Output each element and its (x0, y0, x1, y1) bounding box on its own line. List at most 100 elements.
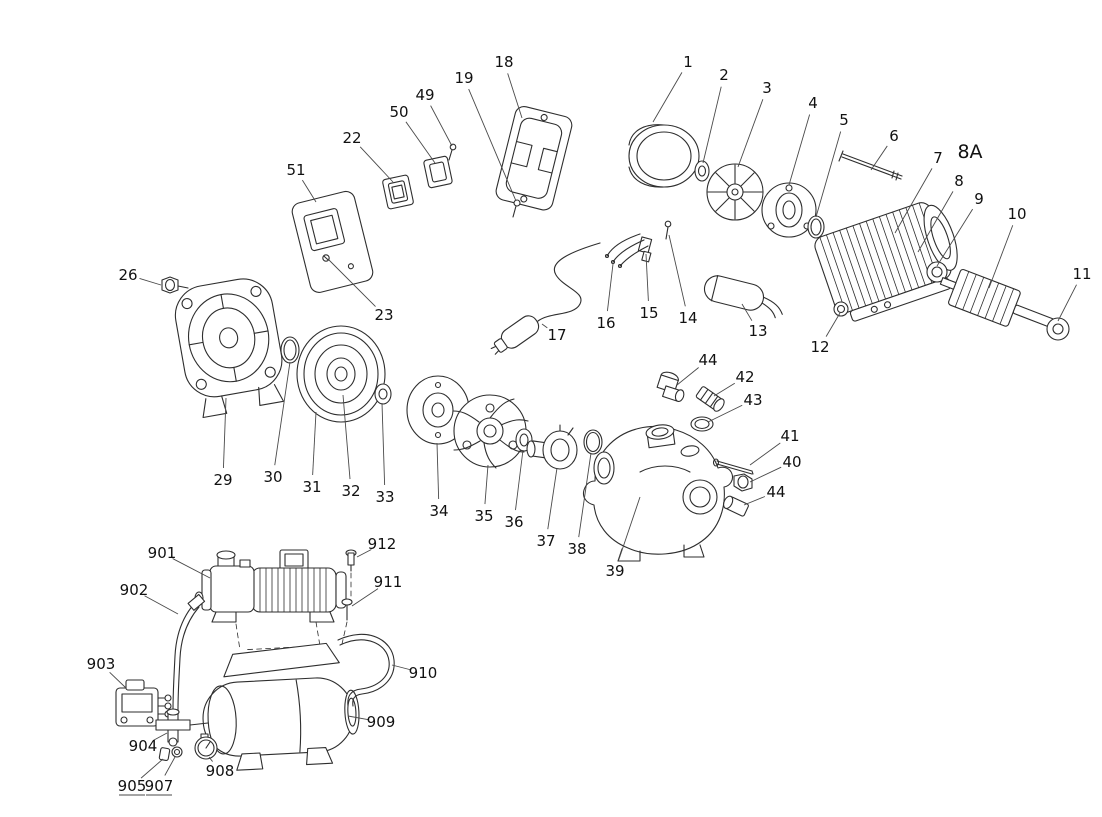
plug-44b (723, 495, 749, 517)
hose-nipple-42 (695, 386, 725, 412)
pressure-gauge-908 (194, 733, 218, 760)
leader-line-902 (144, 595, 179, 615)
part-label-37: 37 (536, 532, 555, 550)
leader-line-37 (547, 467, 558, 530)
part-label-902: 902 (120, 581, 149, 599)
part-label-17: 17 (547, 326, 566, 344)
leader-line-3 (737, 99, 764, 168)
motor-end-cover (628, 124, 700, 188)
capacitor (703, 274, 783, 319)
leader-line-31 (312, 411, 317, 476)
leader-line-8 (917, 191, 954, 253)
part-label-40: 40 (782, 453, 801, 471)
leader-line-16 (606, 263, 614, 312)
leader-line-41 (749, 442, 781, 466)
leader-line-11 (1057, 284, 1077, 322)
seal-plate-34 (406, 375, 470, 445)
part-label-34: 34 (429, 502, 448, 520)
leader-line-9 (936, 208, 974, 267)
leader-line-6 (870, 145, 888, 171)
leader-line-14 (668, 234, 686, 307)
leader-line-29 (222, 397, 227, 469)
leader-line-40 (749, 466, 782, 483)
fitting-907 (171, 746, 183, 758)
leader-line-18 (507, 73, 523, 119)
leader-line-49 (430, 105, 453, 147)
part-label-51: 51 (286, 161, 305, 179)
part-label-33: 33 (375, 488, 394, 506)
bolt-912 (345, 549, 357, 572)
part-label-32: 32 (341, 482, 360, 500)
pump-unit-901 (194, 549, 347, 623)
part-label-38: 38 (567, 540, 586, 558)
part-label-908: 908 (206, 762, 235, 780)
leader-line-34 (436, 442, 440, 500)
part-label-8: 8 (954, 172, 964, 190)
leader-line-43 (707, 404, 743, 423)
part-label-905: 905 (118, 777, 147, 795)
part-label-907: 907 (145, 777, 174, 795)
part-label-3: 3 (762, 79, 772, 97)
bolt-6 (838, 150, 903, 181)
part-label-39: 39 (605, 562, 624, 580)
leader-line-15 (645, 253, 649, 302)
part-label-910: 910 (409, 664, 438, 682)
bearing-front (926, 261, 948, 283)
leader-line-911 (351, 588, 379, 607)
part-label-18: 18 (494, 53, 513, 71)
part-label-23: 23 (374, 306, 393, 324)
leader-line-1 (652, 72, 683, 123)
screw-19 (512, 199, 521, 218)
part-label-12: 12 (810, 338, 829, 356)
switch-50 (423, 155, 453, 189)
washer-43 (690, 416, 714, 432)
leader-line-44a (676, 367, 699, 386)
part-label-41: 41 (780, 427, 799, 445)
leader-line-907 (164, 756, 176, 776)
terminal-cover (495, 106, 573, 211)
rotor-shaft (939, 268, 1058, 329)
leader-line-901 (172, 558, 211, 579)
leader-line-32 (342, 394, 351, 480)
bearing-rear (1046, 317, 1070, 341)
leader-line-26 (139, 278, 162, 286)
leader-line-2 (702, 86, 722, 164)
o-ring-30 (280, 336, 300, 364)
part-label-11: 11 (1072, 265, 1091, 283)
part-label-2: 2 (719, 66, 729, 84)
leader-line-4 (788, 114, 811, 186)
part-label-4: 4 (808, 94, 818, 112)
leader-line-42 (713, 382, 736, 397)
terminal-box-screw (322, 254, 330, 262)
part-label-29: 29 (213, 471, 232, 489)
part-label-36: 36 (504, 513, 523, 531)
o-ring-5 (807, 215, 825, 239)
switch-22 (382, 174, 414, 210)
leader-line-12 (825, 312, 841, 337)
pin-41 (712, 458, 754, 475)
outlet-hose-910 (337, 633, 395, 707)
leader-line-13 (741, 303, 753, 321)
part-label-42: 42 (735, 368, 754, 386)
leader-line-23 (327, 258, 376, 307)
bearing-cover (761, 182, 817, 238)
inlet-hose-902 (172, 593, 206, 711)
part-label-22: 22 (342, 129, 361, 147)
part-label-15: 15 (639, 304, 658, 322)
pump-body (582, 424, 734, 562)
bolt-26 (161, 276, 189, 294)
part-label-901: 901 (148, 544, 177, 562)
part-label-43: 43 (743, 391, 762, 409)
stator (814, 202, 958, 322)
leader-line-904 (153, 732, 168, 741)
elbow-fitting-44 (656, 371, 685, 403)
part-label-44a: 44 (698, 351, 717, 369)
five-way-fitting-904 (155, 708, 209, 747)
screw-14 (664, 220, 672, 240)
leader-line-38 (578, 452, 592, 538)
leader-line-17 (541, 323, 548, 329)
leader-line-51 (301, 179, 317, 203)
part-label-8A: 8A (957, 141, 982, 163)
